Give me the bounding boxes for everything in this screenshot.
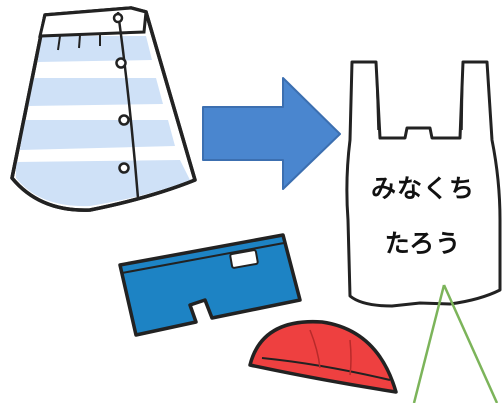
wrap-towel (10, 6, 197, 212)
snap-button-icon (112, 12, 124, 24)
snap-button-icon (115, 57, 127, 69)
swim-trunks (118, 233, 302, 337)
bag-name-line2: たろう (384, 229, 462, 258)
snap-button-icon (118, 114, 130, 126)
plastic-bag (345, 60, 502, 308)
swim-cap (248, 319, 398, 394)
name-tag (229, 249, 259, 269)
right-arrow-icon (202, 77, 341, 190)
bag-name-line1: みなくち (370, 174, 475, 203)
pointer-line (412, 284, 499, 404)
snap-button-icon (118, 162, 130, 174)
